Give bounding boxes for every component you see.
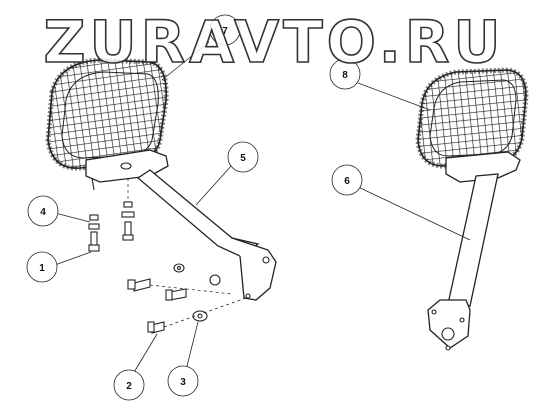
left-step-assembly <box>45 57 277 334</box>
svg-text:8: 8 <box>342 70 348 81</box>
watermark-text: ZURAVTO.RU <box>43 8 504 76</box>
svg-text:3: 3 <box>180 377 186 388</box>
callout-7: 7 <box>209 14 241 46</box>
callout-5: 5 <box>227 141 259 173</box>
svg-text:6: 6 <box>344 176 350 187</box>
svg-text:1: 1 <box>39 263 45 274</box>
callout-8: 8 <box>329 58 361 90</box>
right-step-assembly <box>415 67 529 351</box>
left-bolt-lower <box>88 214 100 252</box>
left-mesh-step <box>45 57 169 171</box>
leader-lines <box>54 41 471 375</box>
svg-text:7: 7 <box>222 26 228 37</box>
svg-text:4: 4 <box>40 207 46 218</box>
svg-text:2: 2 <box>126 381 132 392</box>
callout-3: 3 <box>167 365 199 397</box>
loose-hardware <box>127 263 247 334</box>
right-bracket-arm <box>447 173 499 307</box>
callout-2: 2 <box>113 369 145 401</box>
callout-1: 1 <box>26 251 58 283</box>
svg-text:5: 5 <box>240 153 246 164</box>
right-mesh-step <box>415 67 529 169</box>
callout-4: 4 <box>27 195 59 227</box>
right-mounting-plate <box>445 151 521 183</box>
callout-6: 6 <box>331 164 363 196</box>
left-bolt-upper <box>121 201 135 241</box>
